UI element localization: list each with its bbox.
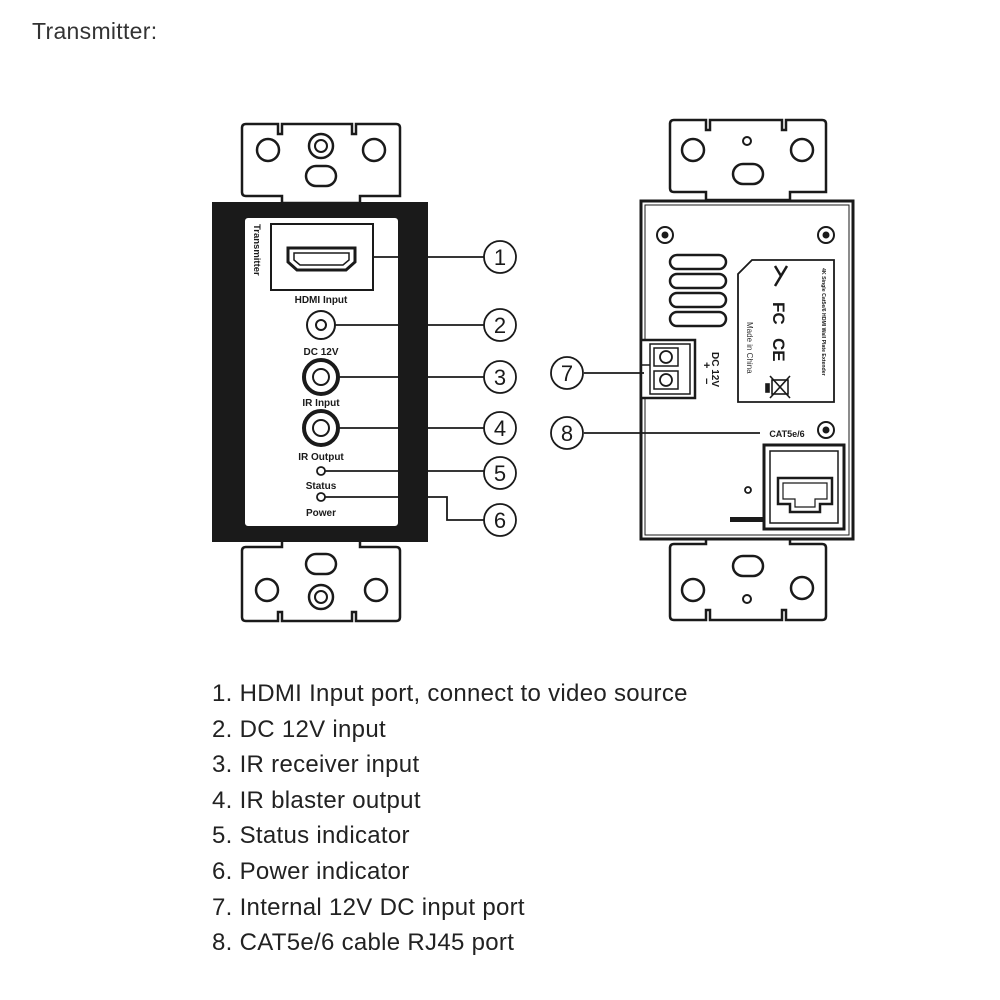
legend-item: 8. CAT5e/6 cable RJ45 port bbox=[212, 929, 515, 957]
front-bottom-hole-center bbox=[307, 583, 335, 611]
weee-bin-icon bbox=[765, 375, 791, 399]
front-bottom-bracket bbox=[240, 538, 402, 623]
screw-icon bbox=[817, 226, 835, 244]
rear-bottom-bracket bbox=[668, 536, 828, 622]
legend-item: 7. Internal 12V DC input port bbox=[212, 893, 525, 921]
sticker-title: 4K Single Cat5e/6 HDMI Wall Plate Extend… bbox=[820, 268, 826, 376]
front-side-label: Transmitter bbox=[251, 224, 262, 276]
front-view bbox=[212, 122, 428, 623]
legend-item: 1. HDMI Input port, connect to video sou… bbox=[212, 680, 688, 707]
rear-led-hole bbox=[744, 486, 752, 494]
front-bottom-hole-right bbox=[363, 577, 389, 603]
callout-number-7: 7 bbox=[561, 361, 573, 386]
front-top-hole-right bbox=[361, 137, 387, 163]
front-top-hole-center bbox=[307, 132, 335, 160]
rear-bottom-strip bbox=[730, 517, 768, 522]
rear-view bbox=[639, 118, 855, 622]
front-top-hole-center-inner bbox=[314, 139, 328, 153]
rear-top-hole-left bbox=[680, 137, 706, 163]
hdmi-input-label: HDMI Input bbox=[295, 295, 348, 306]
rear-bottom-slot bbox=[731, 554, 765, 578]
ir-output-jack-inner bbox=[312, 419, 330, 437]
screw-icon bbox=[656, 226, 674, 244]
rear-bottom-hole-left bbox=[680, 577, 706, 603]
legend-item: 6. Power indicator bbox=[212, 857, 410, 885]
callout-badge-1 bbox=[483, 240, 517, 274]
dc-terminal-slot bbox=[653, 370, 679, 390]
rear-top-hole-center bbox=[742, 136, 752, 146]
ce-mark: CE bbox=[769, 338, 788, 362]
callout-number-6: 6 bbox=[494, 508, 506, 533]
fcc-mark: FC bbox=[769, 302, 788, 325]
legend-item: 4. IR blaster output bbox=[212, 786, 421, 814]
screw-icon bbox=[817, 421, 835, 439]
vent-slot bbox=[668, 310, 728, 328]
callout-number-3: 3 bbox=[494, 365, 506, 390]
rear-top-hole-right bbox=[789, 137, 815, 163]
front-top-bracket bbox=[240, 122, 402, 205]
ir-output-label: IR Output bbox=[298, 452, 344, 463]
legend-item: 3. IR receiver input bbox=[212, 751, 420, 779]
front-bottom-slot bbox=[304, 552, 338, 576]
leader-line-6 bbox=[325, 496, 484, 521]
sticker-made-in: Made in China bbox=[745, 322, 754, 374]
transmitter-diagram: Transmitter HDMI Input DC 12V IR Input I… bbox=[212, 118, 855, 623]
callout-number-5: 5 bbox=[494, 461, 506, 486]
front-top-hole-left bbox=[255, 137, 281, 163]
status-label: Status bbox=[306, 481, 337, 492]
callout-badge-6 bbox=[483, 503, 517, 537]
port-legend: 1. HDMI Input port, connect to video sou… bbox=[212, 676, 688, 961]
dc-terminal-label: DC 12V bbox=[709, 352, 720, 387]
ir-input-label: IR Input bbox=[302, 398, 340, 409]
callout-badge-2 bbox=[483, 308, 517, 342]
callout-badges bbox=[483, 240, 584, 537]
dc-terminal-slot bbox=[653, 347, 679, 367]
vent-slot bbox=[668, 272, 728, 290]
rj45-port-inner bbox=[782, 482, 828, 508]
callout-badge-7 bbox=[550, 356, 584, 390]
callout-number-1: 1 bbox=[494, 245, 506, 270]
front-bottom-hole-center-inner bbox=[314, 590, 328, 604]
legend-item: 5. Status indicator bbox=[212, 822, 410, 850]
dc-terminal-inner bbox=[649, 343, 691, 395]
callout-number-8: 8 bbox=[561, 421, 573, 446]
section-heading: Transmitter: bbox=[32, 18, 158, 44]
callout-badge-4 bbox=[483, 411, 517, 445]
rear-top-slot bbox=[731, 162, 765, 186]
terminal-screw-icon bbox=[659, 373, 673, 387]
callout-number-4: 4 bbox=[494, 416, 506, 441]
dc-12v-label: DC 12V bbox=[303, 347, 338, 358]
callout-leaders bbox=[325, 256, 760, 521]
rj45-frame bbox=[769, 450, 839, 524]
vent-slot bbox=[668, 253, 728, 271]
ir-input-jack-inner bbox=[312, 368, 330, 386]
legend-item: 2. DC 12V input bbox=[212, 715, 386, 743]
brand-logo-icon bbox=[773, 265, 789, 287]
rj45-label: CAT5e/6 bbox=[769, 429, 804, 439]
callout-badge-8 bbox=[550, 416, 584, 450]
power-label: Power bbox=[306, 508, 336, 519]
front-panel bbox=[243, 216, 400, 528]
terminal-plus-label: + bbox=[700, 362, 712, 368]
label-sticker bbox=[737, 259, 835, 403]
rear-bottom-hole-right bbox=[789, 575, 815, 601]
rear-bottom-hole-center bbox=[742, 594, 752, 604]
rj45-port-icon bbox=[776, 476, 834, 514]
terminal-minus-label: − bbox=[700, 378, 712, 384]
callout-number-2: 2 bbox=[494, 313, 506, 338]
front-top-slot bbox=[304, 164, 338, 188]
hdmi-port-inner bbox=[293, 252, 350, 266]
callout-badge-3 bbox=[483, 360, 517, 394]
vent-slot bbox=[668, 291, 728, 309]
callout-badge-5 bbox=[483, 456, 517, 490]
terminal-screw-icon bbox=[659, 350, 673, 364]
front-bottom-hole-left bbox=[254, 577, 280, 603]
hdmi-port-icon bbox=[286, 246, 357, 272]
dc-jack-inner bbox=[315, 319, 327, 331]
